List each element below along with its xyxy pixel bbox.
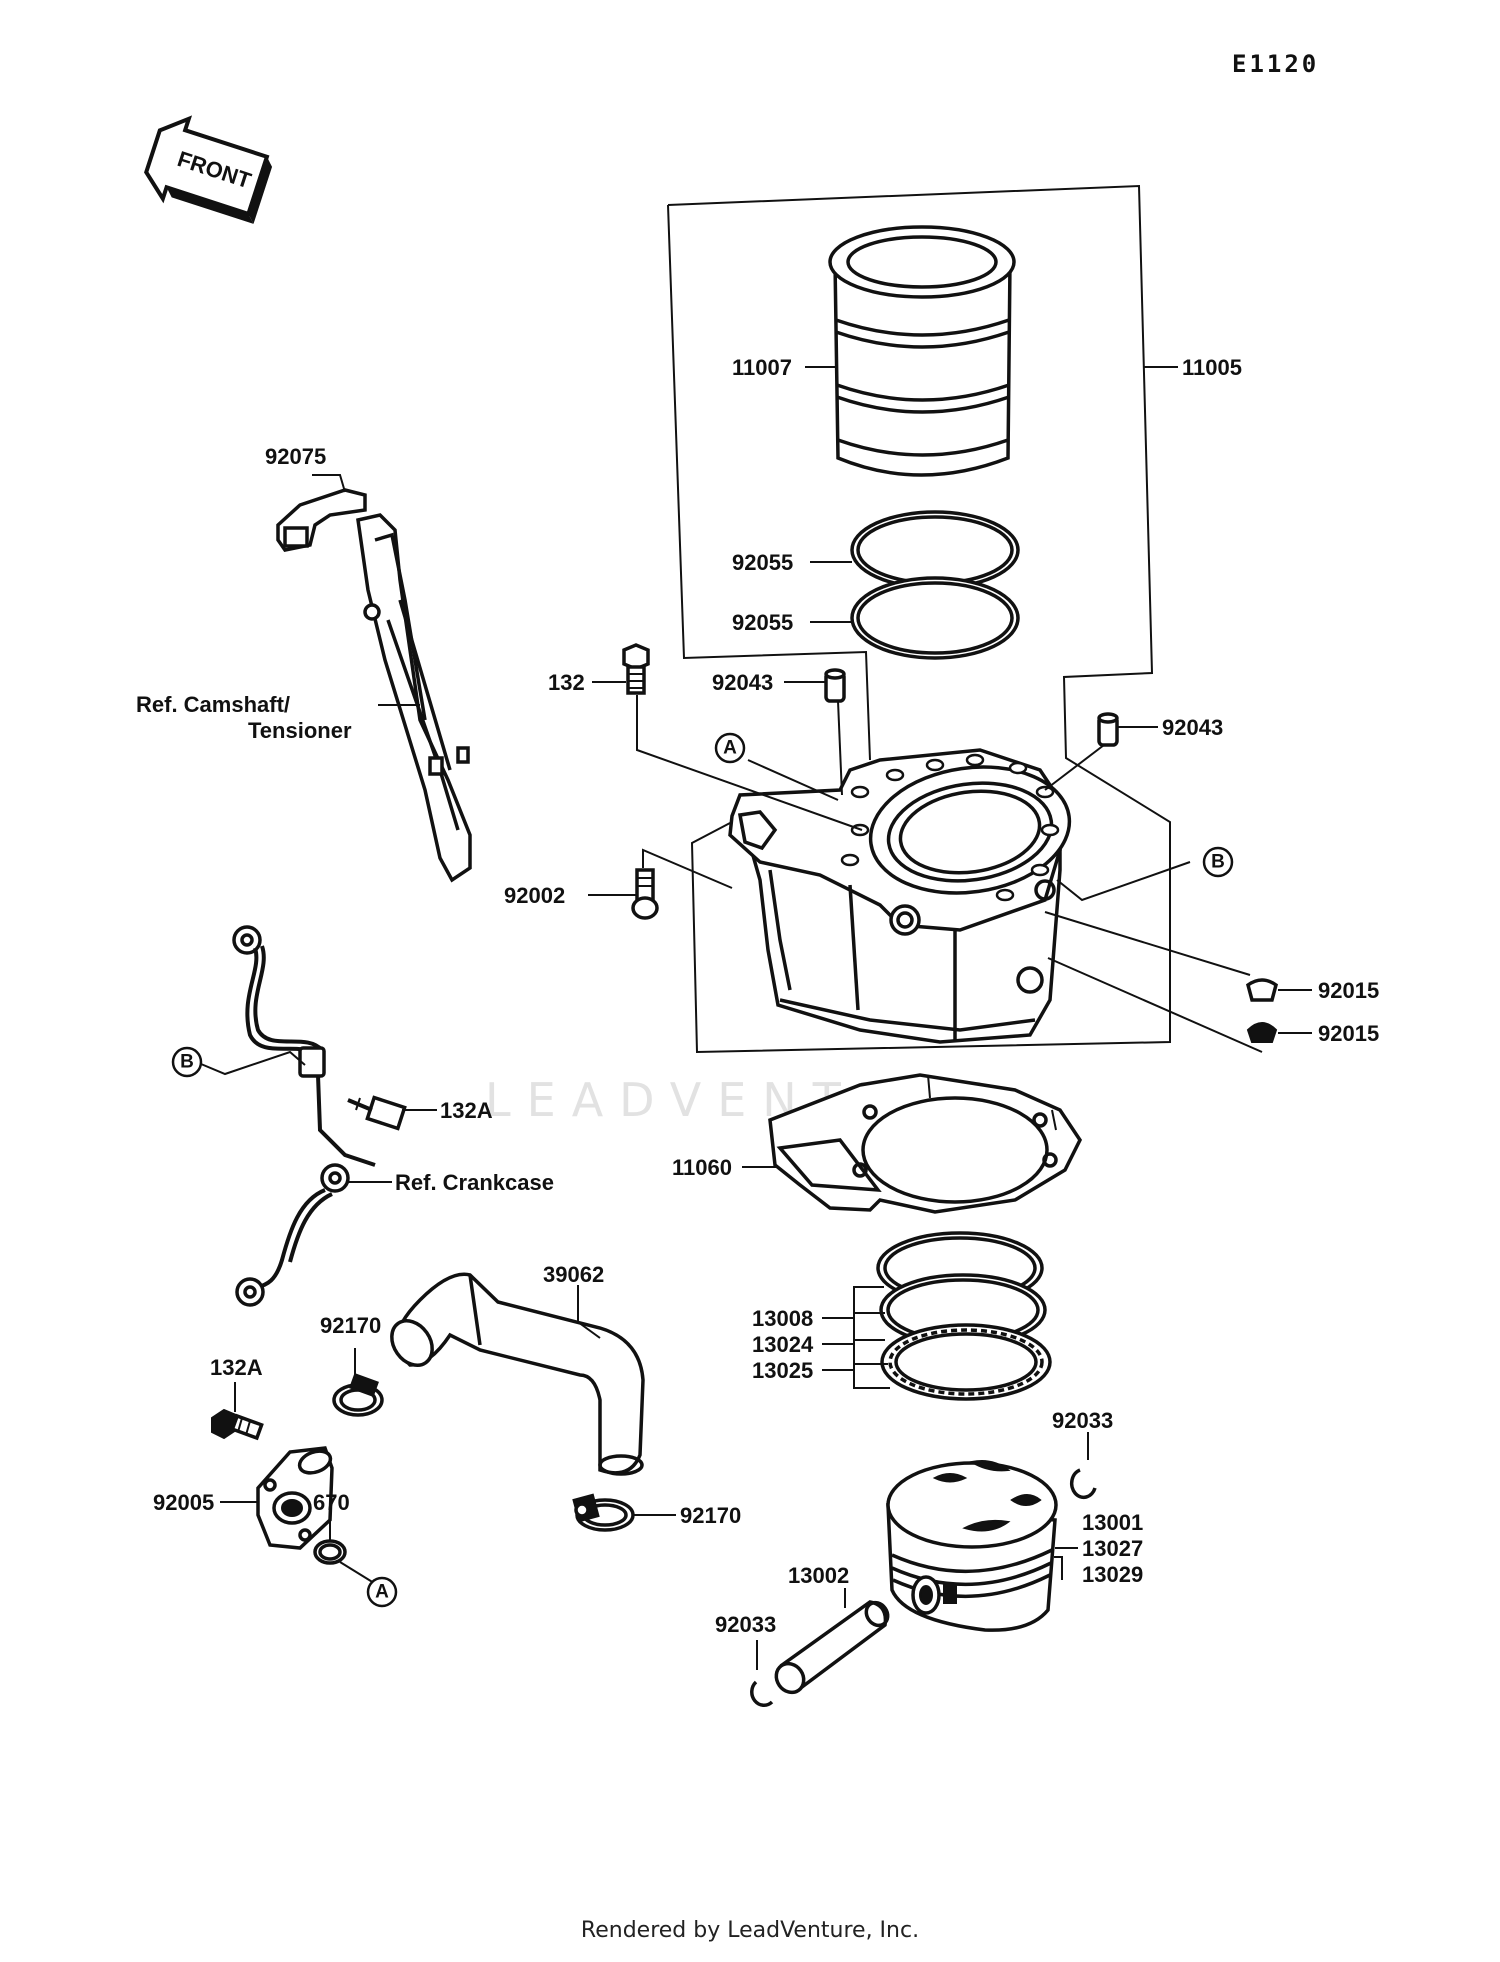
piston-pin xyxy=(774,1600,890,1695)
marker-b-left xyxy=(171,1046,203,1078)
bolt-92002 xyxy=(631,868,659,920)
cylinder-sleeve xyxy=(828,225,1016,477)
label-92015-lower: 92015 xyxy=(1318,1021,1379,1046)
hose-clamp-upper xyxy=(332,1373,384,1417)
label-92075: 92075 xyxy=(265,444,326,469)
bolt-132A-lower xyxy=(211,1408,264,1441)
ref-crankcase: Ref. Crankcase xyxy=(395,1170,554,1195)
label-132A-lower: 132A xyxy=(210,1355,263,1380)
label-92170-upper: 92170 xyxy=(320,1313,381,1338)
label-132: 132 xyxy=(548,670,585,695)
label-92002: 92002 xyxy=(504,883,565,908)
dowel-pin-left xyxy=(824,668,846,703)
marker-a-top xyxy=(714,732,746,764)
marker-b-right-label: B xyxy=(1211,852,1225,873)
water-hose xyxy=(390,1272,645,1476)
label-132A-upper: 132A xyxy=(440,1098,493,1123)
hose-clamp-lower xyxy=(572,1493,635,1532)
label-13029: 13029 xyxy=(1082,1562,1143,1587)
label-92055-lower: 92055 xyxy=(732,610,793,635)
marker-a-bottom xyxy=(366,1576,398,1608)
label-92033-upper: 92033 xyxy=(1052,1408,1113,1433)
dowel-pin-right xyxy=(1097,712,1119,747)
front-arrow-icon: FRONT xyxy=(144,115,273,224)
label-92033-lower: 92033 xyxy=(715,1612,776,1637)
cylinder-base-gasket xyxy=(768,1073,1083,1214)
label-670: 670 xyxy=(313,1490,350,1515)
cylinder-assembly-bracket xyxy=(667,184,1178,1054)
cylinder-body xyxy=(728,748,1072,1044)
label-13027: 13027 xyxy=(1082,1536,1143,1561)
ref-camshaft-line1: Ref. Camshaft/ xyxy=(136,692,290,717)
nut-92015-upper xyxy=(1245,978,1279,1002)
marker-b-left-label: B xyxy=(180,1052,194,1073)
nut-92015-lower xyxy=(1246,1022,1278,1043)
label-13008: 13008 xyxy=(752,1306,813,1331)
label-92055-upper: 92055 xyxy=(732,550,793,575)
label-92170-lower: 92170 xyxy=(680,1503,741,1528)
ref-camshaft-line2: Tensioner xyxy=(248,718,352,743)
label-92005: 92005 xyxy=(153,1490,214,1515)
piston xyxy=(886,1460,1058,1632)
deck-bolt-holes xyxy=(840,753,1060,902)
label-11005: 11005 xyxy=(1182,355,1242,380)
label-11060: 11060 xyxy=(672,1155,732,1180)
label-13025: 13025 xyxy=(752,1358,813,1383)
o-ring-lower xyxy=(850,576,1020,660)
marker-a-top-label: A xyxy=(723,738,737,759)
circlip-lower xyxy=(750,1680,774,1707)
bolt-132 xyxy=(622,643,650,695)
label-92043-right: 92043 xyxy=(1162,715,1223,740)
oil-pipe xyxy=(232,925,376,1307)
label-13002: 13002 xyxy=(788,1563,849,1588)
label-92043-left: 92043 xyxy=(712,670,773,695)
piston-ring-oil xyxy=(880,1323,1052,1401)
label-92015-upper: 92015 xyxy=(1318,978,1379,1003)
o-ring-670 xyxy=(313,1539,347,1565)
label-11007: 11007 xyxy=(732,355,792,380)
marker-b-right xyxy=(1202,846,1234,878)
diagram-code: E1120 xyxy=(1232,50,1319,78)
marker-a-bottom-label: A xyxy=(375,1582,389,1603)
label-13001: 13001 xyxy=(1082,1510,1143,1535)
bolt-132A-upper xyxy=(347,1095,407,1131)
label-13024: 13024 xyxy=(752,1332,814,1357)
water-fitting xyxy=(256,1446,334,1550)
circlip-upper xyxy=(1069,1468,1097,1500)
cam-chain-guide xyxy=(276,488,472,883)
footer-credit: Rendered by LeadVenture, Inc. xyxy=(580,1918,920,1943)
label-39062: 39062 xyxy=(543,1262,604,1287)
